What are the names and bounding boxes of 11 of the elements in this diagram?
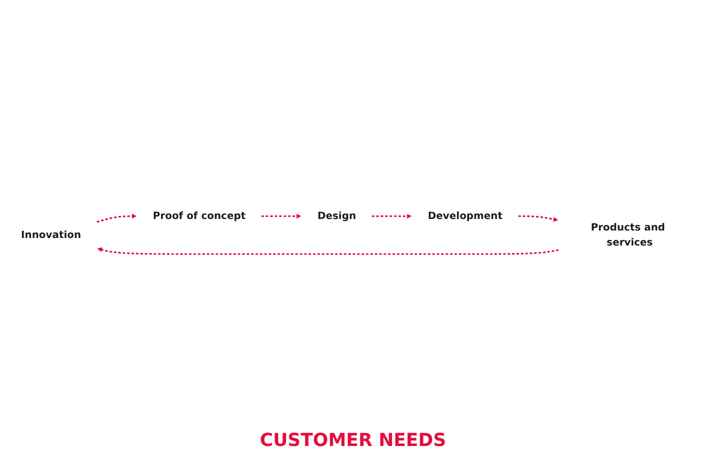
node-text: Innovation bbox=[21, 229, 82, 242]
node-text: Development bbox=[428, 210, 502, 222]
center-label: CUSTOMER NEEDS bbox=[260, 430, 446, 451]
node-text: Products and services bbox=[590, 222, 666, 248]
arrow bbox=[261, 214, 302, 219]
node-text: Proof of concept bbox=[152, 210, 246, 222]
arrow bbox=[518, 215, 558, 222]
arrow bbox=[372, 214, 412, 219]
arrow bbox=[97, 247, 559, 255]
node-text: Design bbox=[317, 210, 356, 222]
arrow bbox=[96, 214, 137, 223]
